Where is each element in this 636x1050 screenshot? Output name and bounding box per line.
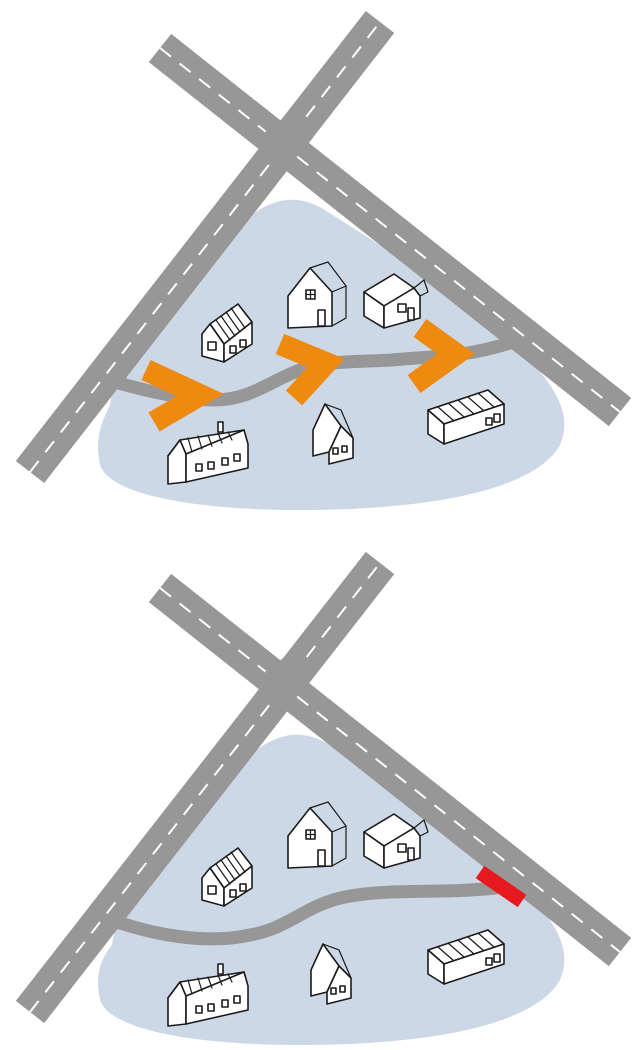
bottom-panel — [30, 563, 620, 1045]
top-panel — [30, 22, 620, 510]
